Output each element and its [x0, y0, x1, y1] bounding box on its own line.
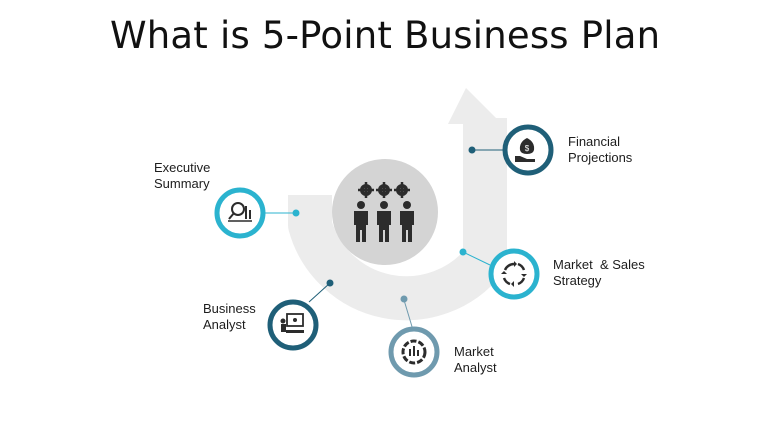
presentation-board-icon [280, 313, 304, 333]
label-market-analyst: Market Analyst [454, 344, 497, 376]
market-sales-strategy-node [488, 248, 540, 300]
label-executive-summary: Executive Summary [154, 160, 210, 192]
curved-arrow [288, 88, 507, 321]
label-line-1: Executive [154, 160, 211, 175]
label-line-2: Analyst [203, 317, 246, 332]
label-market-sales-strategy: Market & Sales Strategy [553, 257, 645, 289]
center-team-group [332, 159, 438, 265]
label-line-2: Strategy [553, 273, 602, 288]
label-line-1: Business [203, 301, 256, 316]
label-line-2: Projections [568, 150, 633, 165]
magnifier-chart-icon [228, 202, 252, 222]
label-line-1: Market & Sales [553, 257, 645, 272]
label-line-1: Financial [568, 134, 621, 149]
label-line-2: Analyst [454, 360, 497, 375]
executive-summary-node [214, 187, 266, 239]
market-analyst-node [388, 326, 440, 378]
label-line-2: Summary [154, 176, 210, 191]
team-gears-icon [354, 182, 414, 242]
pie-chart-icon [401, 339, 427, 365]
financial-projections-node: $ [502, 124, 554, 176]
money-bag-hand-icon: $ [515, 138, 535, 162]
label-business-analyst: Business Analyst [203, 301, 256, 333]
business-analyst-node [267, 299, 319, 351]
label-line-1: Market [454, 344, 494, 359]
connectors [265, 146, 503, 331]
page-title: What is 5-Point Business Plan [110, 14, 661, 57]
svg-text:$: $ [525, 144, 530, 153]
cycle-arrows-icon [501, 261, 527, 287]
label-financial-projections: Financial Projections [568, 134, 632, 166]
